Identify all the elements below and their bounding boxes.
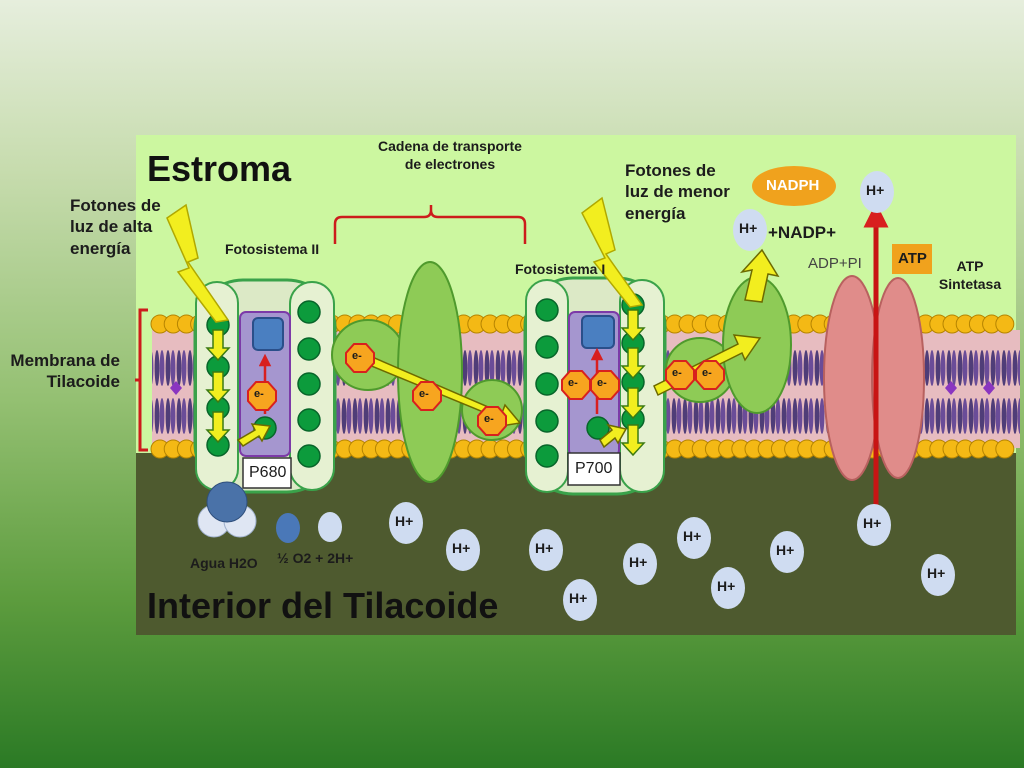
photosystem-i-label: Fotosistema I: [515, 261, 606, 277]
electron-chain-label: Cadena de transporte de electrones: [378, 138, 522, 172]
proton-bubble-icon: [563, 579, 597, 621]
nadp-plus-label: +NADP+: [768, 223, 837, 242]
proton-bubbles: [389, 171, 955, 621]
phospholipid-head: [995, 439, 1015, 459]
proton-bubble-icon: [446, 529, 480, 571]
interior-label: Interior del Tilacoide: [147, 585, 499, 626]
water-molecule-icon: [197, 481, 257, 538]
photosystem-ii: [193, 278, 337, 494]
excitation-arrows: [205, 309, 646, 457]
reaction-center-ps1-core: [581, 315, 615, 349]
proton-label: H+: [569, 590, 588, 606]
proton-bubble-icon: [733, 209, 767, 251]
proton-bubble-icon: [711, 567, 745, 609]
high-energy-photons-label: Fotones de luz de alta energía: [70, 196, 161, 258]
electron-label: e-: [352, 350, 362, 362]
electron-label: e-: [484, 413, 494, 425]
electron-label: e-: [702, 367, 712, 379]
proton-label: H+: [927, 565, 946, 581]
proton-bubble-icon: [921, 554, 955, 596]
proton-label: H+: [739, 220, 758, 236]
atp-label: ATP: [898, 250, 927, 267]
proton-label: H+: [535, 540, 554, 556]
phospholipid-head: [995, 314, 1015, 334]
photosystem-ii-label: Fotosistema II: [225, 241, 320, 257]
proton-bubble-icon: [770, 531, 804, 573]
proton-atom-icon: [318, 512, 342, 542]
proton-label: H+: [683, 528, 702, 544]
lightning-bolt-icon: [166, 196, 644, 323]
proton-label: H+: [717, 578, 736, 594]
low-energy-photons-label: Fotones de luz de menor energía: [625, 161, 730, 223]
membrane-bracket: [135, 308, 148, 452]
atp-box: [892, 244, 932, 274]
oxygen-products-label: ½ O2 + 2H+: [277, 550, 354, 566]
atp-synthase: [823, 275, 925, 481]
membrane-label: Membrana de Tilacoide: [10, 351, 120, 392]
proton-label: H+: [776, 542, 795, 558]
electron-label: e-: [672, 367, 682, 379]
stroma-label: Estroma: [147, 148, 292, 189]
proton-bubble-icon: [529, 529, 563, 571]
proton-label: H+: [452, 540, 471, 556]
p700-label: P700: [575, 460, 613, 477]
proton-label: H+: [863, 515, 882, 531]
reaction-center-ps2-core: [252, 317, 284, 351]
nadph-pill: [752, 166, 836, 206]
proton-label: H+: [395, 513, 414, 529]
electron-chain-bracket: [333, 205, 527, 244]
proton-label: H+: [866, 182, 885, 198]
atp-synthase-label: ATP Sintetasa: [938, 258, 1002, 292]
p680-label: P680: [249, 464, 287, 481]
proton-label: H+: [629, 554, 648, 570]
p700-box: [567, 452, 621, 486]
oxygen-atom-icon: [276, 513, 300, 543]
nadph-label: NADPH: [766, 177, 820, 194]
electron-label: e-: [254, 388, 264, 400]
water-label: Agua H2O: [190, 555, 258, 571]
proton-bubble-icon: [623, 543, 657, 585]
p680-box: [242, 457, 292, 489]
proton-bubble-icon: [677, 517, 711, 559]
electron-label: e-: [568, 377, 578, 389]
electron-label: e-: [419, 388, 429, 400]
adp-pi-label: ADP+PI: [808, 255, 862, 272]
electron-badges: [247, 343, 725, 436]
electron-label: e-: [597, 377, 607, 389]
proton-bubble-icon: [857, 504, 891, 546]
proton-bubble-icon: [389, 502, 423, 544]
proton-bubble-icon: [860, 171, 894, 213]
